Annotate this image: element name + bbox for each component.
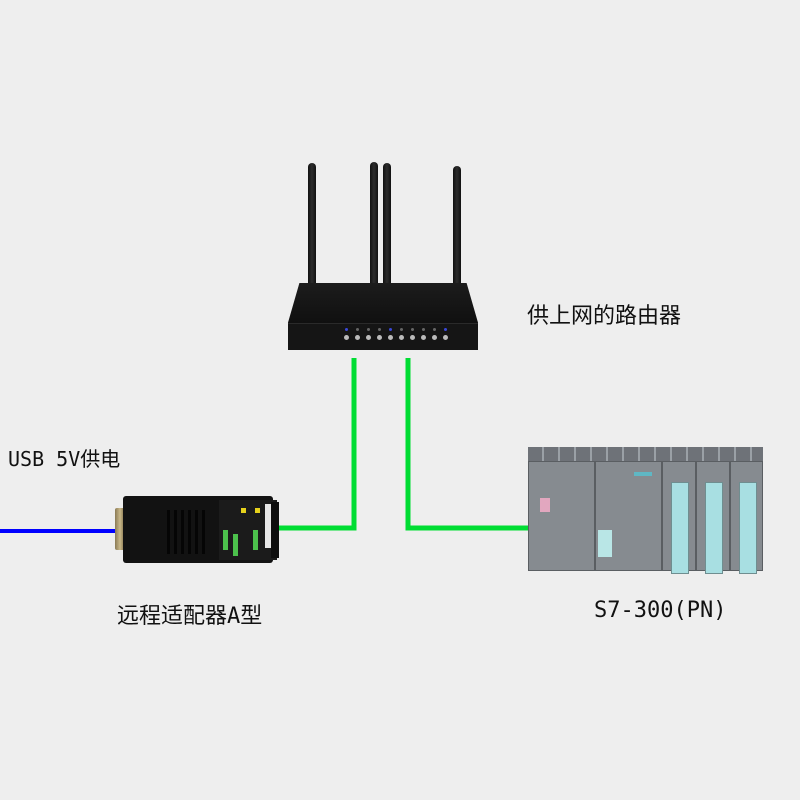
plc-rail-top xyxy=(528,447,763,463)
ethernet-port xyxy=(271,502,279,558)
io-module xyxy=(696,461,730,574)
cpu-module xyxy=(595,461,662,571)
status-window xyxy=(540,498,550,512)
memory-card-slot xyxy=(598,530,612,557)
adapter-router-wire xyxy=(276,358,357,531)
adapter-body xyxy=(123,496,277,563)
led-indicator xyxy=(387,328,394,342)
led-indicator xyxy=(376,328,383,342)
led-indicator xyxy=(420,328,427,342)
router-label: 供上网的路由器 xyxy=(527,304,682,329)
led-indicator xyxy=(354,328,361,342)
vent-slot xyxy=(167,510,170,554)
vent-slot xyxy=(181,510,184,554)
router-plc-wire xyxy=(405,358,530,531)
antenna xyxy=(383,163,391,288)
led-indicator xyxy=(365,328,372,342)
vent-slot xyxy=(195,510,198,554)
antenna xyxy=(453,166,461,288)
antenna xyxy=(370,162,378,287)
usb-power-label: USB 5V供电 xyxy=(8,447,121,471)
led-indicator xyxy=(343,328,350,342)
vent-slot xyxy=(174,510,177,554)
db9-connector xyxy=(115,508,125,550)
led-indicator xyxy=(398,328,405,342)
router-device xyxy=(288,160,478,360)
led-indicator xyxy=(442,328,449,342)
plc-label: S7-300(PN) xyxy=(594,598,727,623)
brand-strip xyxy=(634,472,652,476)
vent-slot xyxy=(188,510,191,554)
vent-slot xyxy=(202,510,205,554)
io-module xyxy=(730,461,763,574)
adapter-label-sticker xyxy=(219,500,277,560)
power-supply-module xyxy=(528,461,595,571)
adapter-label: 远程适配器A型 xyxy=(117,604,263,629)
router-led-row xyxy=(343,328,449,342)
plc-device xyxy=(528,447,763,574)
antenna xyxy=(308,163,316,288)
remote-adapter-device xyxy=(111,494,279,566)
io-module xyxy=(662,461,696,574)
led-indicator xyxy=(431,328,438,342)
led-indicator xyxy=(409,328,416,342)
